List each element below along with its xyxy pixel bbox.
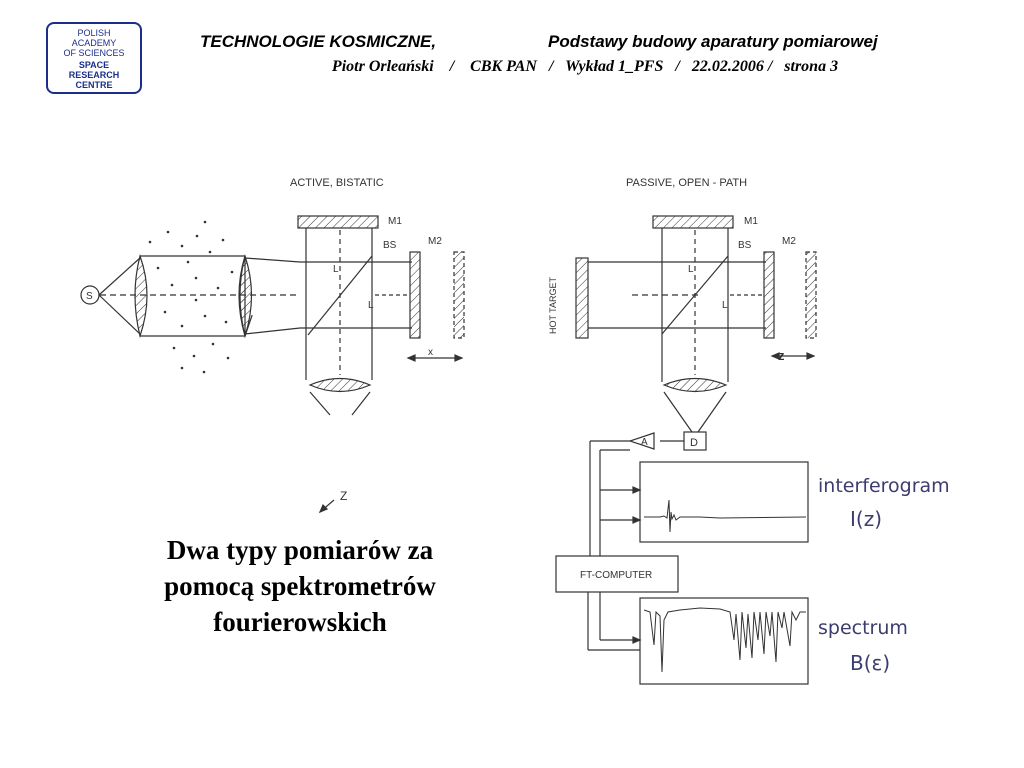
interferogram-trace xyxy=(644,499,807,533)
lens-left-2 xyxy=(238,254,253,339)
header-course-title: TECHNOLOGIE KOSMICZNE, xyxy=(200,32,437,51)
x-label: x xyxy=(428,347,433,358)
interferogram-plot xyxy=(639,461,809,543)
spectrum-label: spectrum xyxy=(818,617,908,639)
mirror-m1-right xyxy=(652,215,734,229)
bs-label-left: BS xyxy=(383,240,397,251)
caption-line-1: Dwa typy pomiarów za xyxy=(166,535,434,565)
interferogram-label: interferogram xyxy=(818,475,950,497)
lens-right-output xyxy=(662,377,728,393)
mirror-m2-right xyxy=(763,251,775,339)
mirror-m2-left xyxy=(409,251,421,339)
m2-label-left: M2 xyxy=(428,236,442,247)
z-label-right: z xyxy=(778,348,785,363)
logo-line-1: POLISH xyxy=(77,28,111,38)
l-label-left-2: L xyxy=(368,300,374,311)
lens-left-output xyxy=(308,377,372,393)
mirror-m1-left xyxy=(297,215,379,229)
header-title-row: TECHNOLOGIE KOSMICZNE, Podstawy budowy a… xyxy=(200,32,970,56)
caption-line-3: fourierowskich xyxy=(213,607,387,637)
space-research-centre-logo: POLISH ACADEMY OF SCIENCES SPACE RESEARC… xyxy=(46,22,142,94)
right-setup-diagram: PASSIVE, OPEN - PATH HOT TARGET M1 BS L … xyxy=(548,177,950,685)
spectrum-plot xyxy=(639,597,809,685)
m1-label-left: M1 xyxy=(388,216,402,227)
l-label-right-2: L xyxy=(722,300,728,311)
left-diagram-title: ACTIVE, BISTATIC xyxy=(290,177,384,189)
logo-line-3: OF SCIENCES xyxy=(63,48,125,58)
amplifier-triangle xyxy=(628,432,655,450)
ft-computer-box xyxy=(555,555,679,593)
hot-target-label: HOT TARGET xyxy=(548,276,558,334)
ft-computer-label: FT-COMPUTER xyxy=(580,570,652,581)
l-label-left-1: L xyxy=(333,264,339,275)
right-diagram-title: PASSIVE, OPEN - PATH xyxy=(626,177,747,189)
aerosol-particles xyxy=(148,220,234,374)
lens-left-1 xyxy=(134,253,148,339)
amplifier-label: A xyxy=(641,437,648,448)
header-subtitle: Piotr Orleański / CBK PAN / Wykład 1_PFS… xyxy=(331,58,839,75)
logo-line-4: SPACE xyxy=(78,60,110,70)
m1-label-right: M1 xyxy=(744,216,758,227)
beam-splitter-right xyxy=(661,255,729,335)
l-label-right-1: L xyxy=(688,264,694,275)
beam-splitter-left xyxy=(307,255,373,336)
header-lecture-title: Podstawy budowy aparatury pomiarowej xyxy=(548,32,878,51)
left-setup-diagram: ACTIVE, BISTATIC S xyxy=(80,177,465,514)
hot-target xyxy=(575,257,589,339)
spectrum-symbol: B(ε) xyxy=(850,651,890,675)
bs-label-right: BS xyxy=(738,240,752,251)
z-label-left: Z xyxy=(340,489,347,503)
caption-line-2: pomocą spektrometrów xyxy=(164,571,436,601)
interferogram-symbol: I(z) xyxy=(850,507,882,531)
m2-label-right: M2 xyxy=(782,236,796,247)
spectrum-trace xyxy=(643,607,806,673)
logo-line-6: CENTRE xyxy=(75,80,113,90)
slide-caption: Dwa typy pomiarów za pomocą spektrometró… xyxy=(110,532,490,640)
source-label: S xyxy=(86,291,93,302)
logo-line-2: ACADEMY xyxy=(71,38,117,48)
detector-label: D xyxy=(690,437,698,449)
logo-line-5: RESEARCH xyxy=(68,70,120,80)
